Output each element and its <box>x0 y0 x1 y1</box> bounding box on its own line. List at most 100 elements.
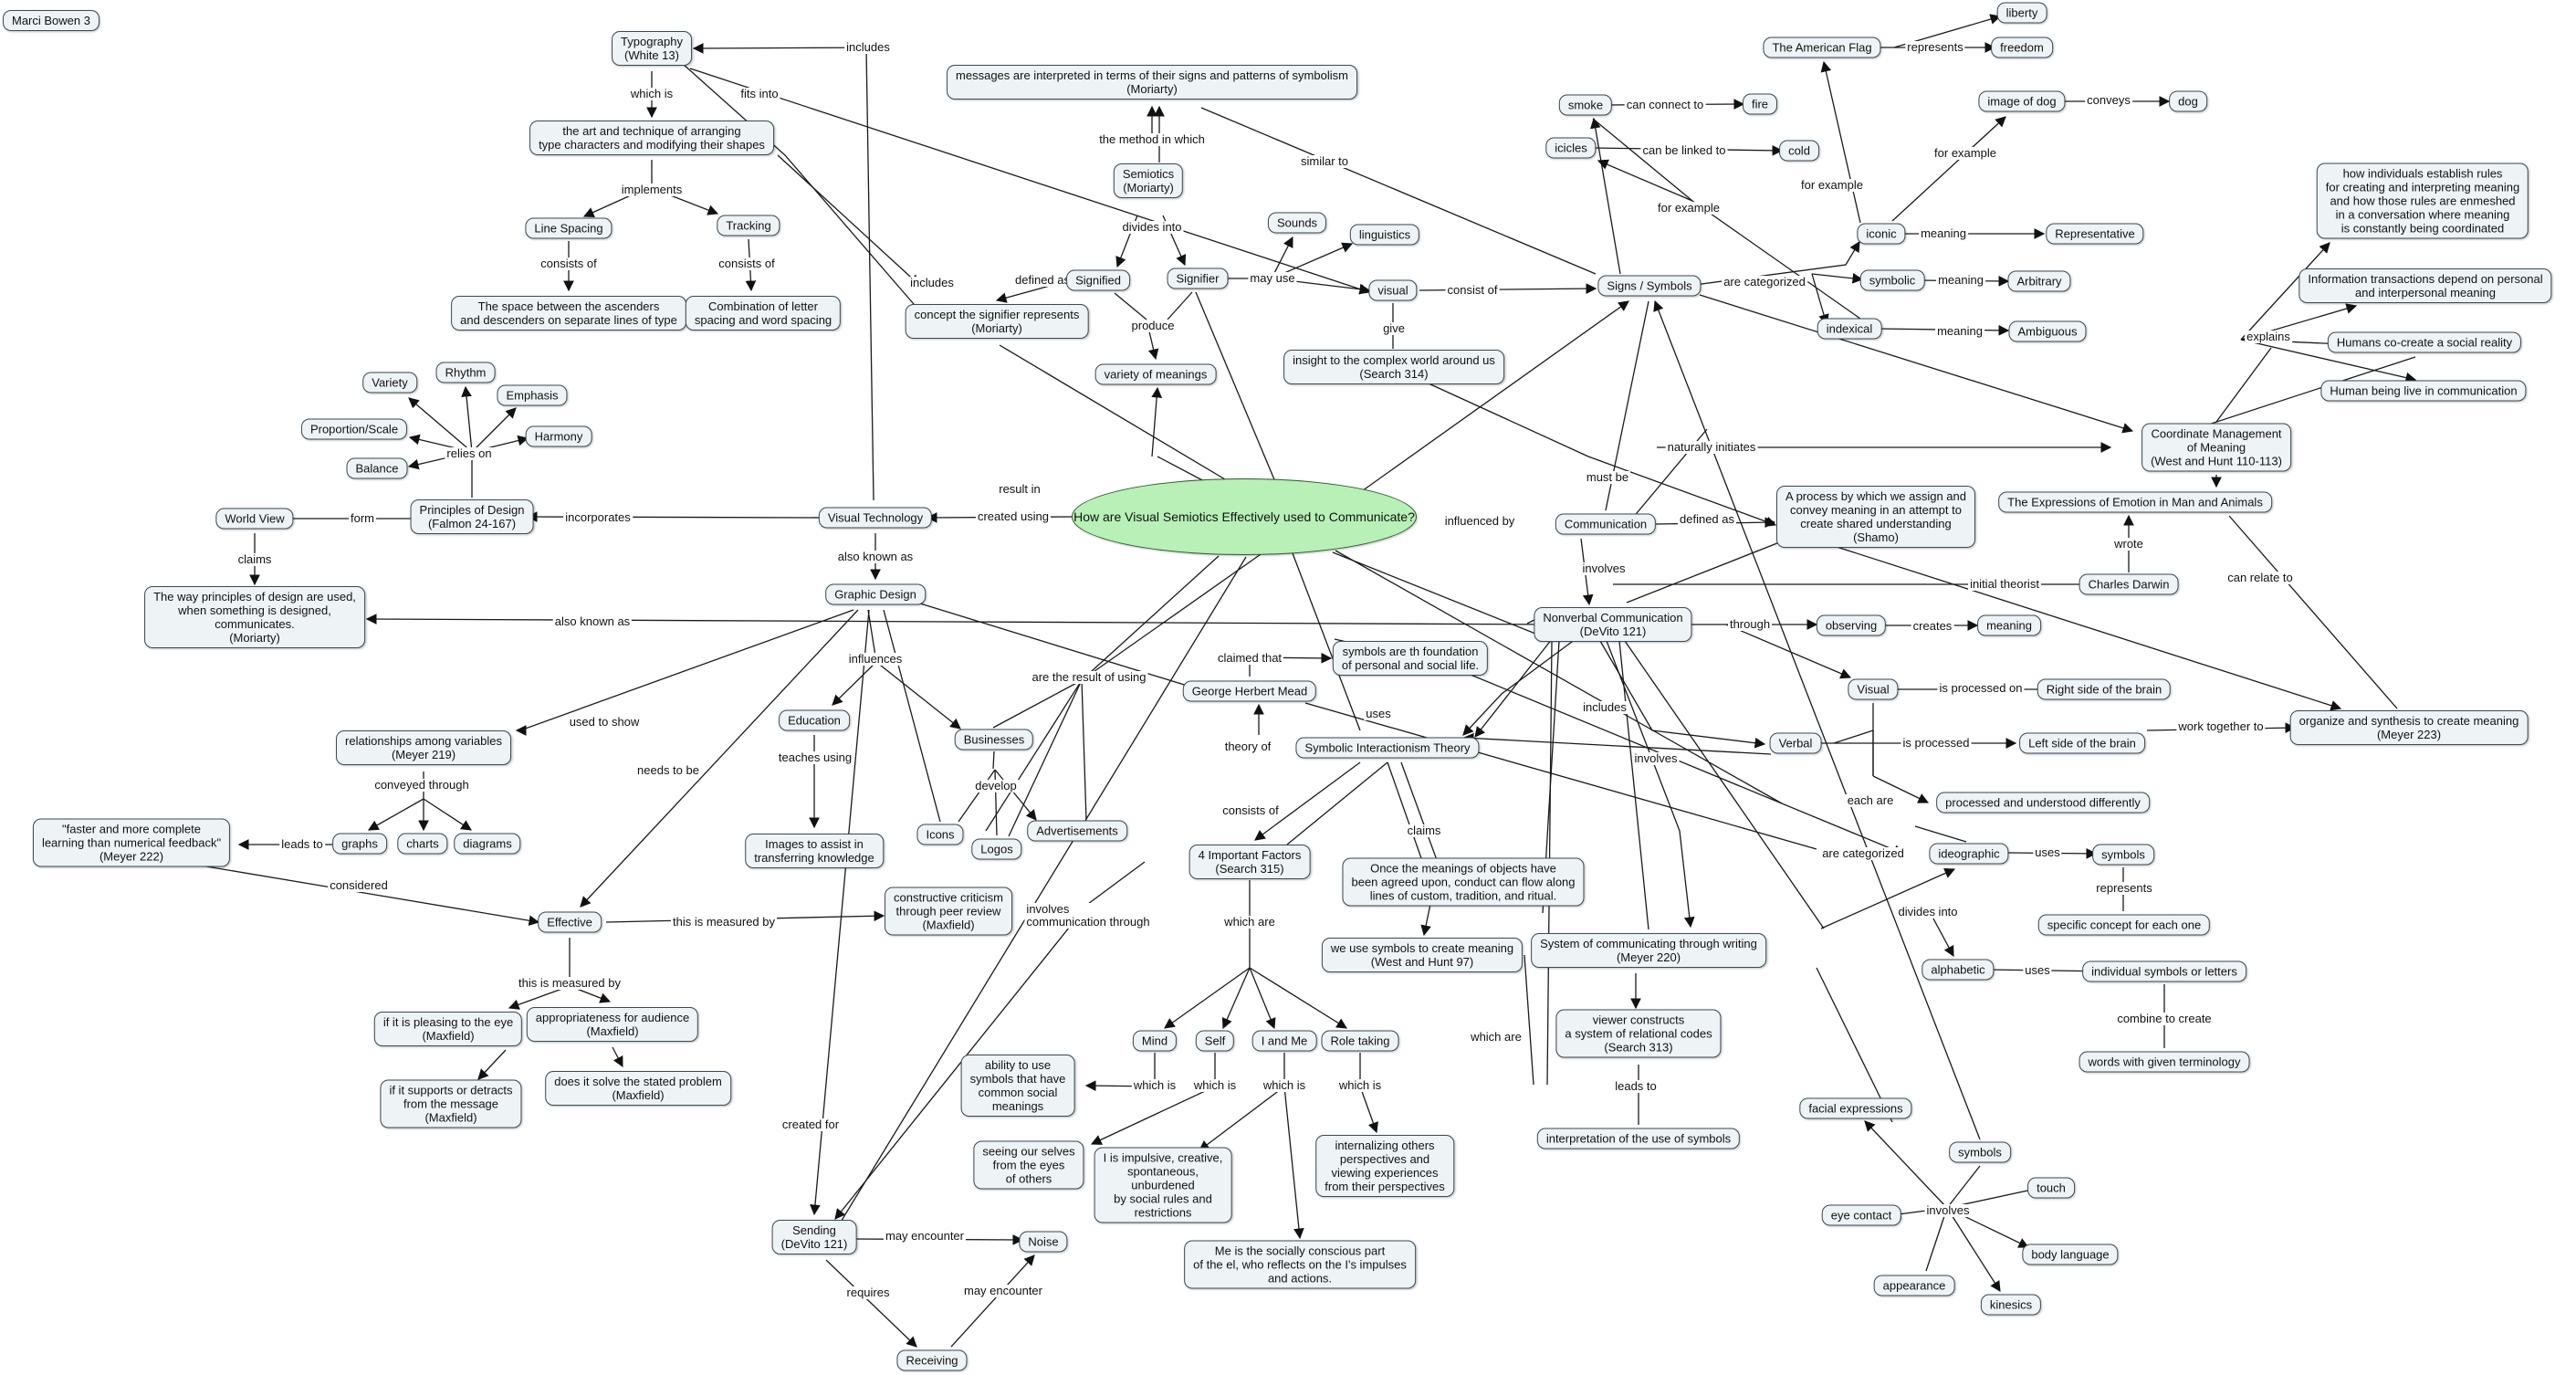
concept-node[interactable]: seeing our selves from the eyes of other… <box>973 1140 1084 1190</box>
concept-node[interactable]: Effective <box>538 911 602 933</box>
concept-node[interactable]: Charles Darwin <box>2079 573 2179 595</box>
concept-node[interactable]: Balance <box>346 457 408 479</box>
concept-node[interactable]: Visual <box>1848 678 1899 700</box>
concept-node[interactable]: Graphic Design <box>825 583 926 605</box>
concept-node[interactable]: Logos <box>971 838 1022 860</box>
concept-node[interactable]: Sounds <box>1267 212 1327 234</box>
concept-node[interactable]: A process by which we assign and convey … <box>1776 486 1975 548</box>
concept-node[interactable]: I and Me <box>1251 1030 1317 1052</box>
concept-node[interactable]: cold <box>1779 140 1819 162</box>
concept-node[interactable]: Once the meanings of objects have been a… <box>1342 857 1585 907</box>
concept-node[interactable]: Mind <box>1132 1030 1178 1052</box>
concept-node[interactable]: iconic <box>1857 223 1906 245</box>
concept-node[interactable]: Nonverbal Communication (DeVito 121) <box>1534 607 1692 642</box>
concept-node[interactable]: icicles <box>1545 137 1597 159</box>
concept-node[interactable]: if it is pleasing to the eye (Maxfield) <box>373 1012 523 1046</box>
concept-node[interactable]: Icons <box>916 824 964 845</box>
concept-node[interactable]: Representative <box>2046 223 2144 245</box>
concept-node[interactable]: appropriateness for audience (Maxfield) <box>526 1007 699 1042</box>
concept-node[interactable]: indexical <box>1817 318 1882 340</box>
concept-node[interactable]: Harmony <box>525 425 592 447</box>
concept-node[interactable]: ideographic <box>1929 843 2009 865</box>
concept-node[interactable]: Rhythm <box>435 362 496 383</box>
concept-node[interactable]: words with given terminology <box>2079 1051 2250 1073</box>
concept-node[interactable]: Semiotics (Moriarty) <box>1113 163 1184 198</box>
concept-node[interactable]: symbols <box>2092 844 2154 866</box>
concept-node[interactable]: Combination of letter spacing and word s… <box>685 296 842 331</box>
concept-node[interactable]: processed and understood differently <box>1936 792 2150 813</box>
concept-node[interactable]: Human being live in communication <box>2320 380 2527 402</box>
concept-node[interactable]: alphabetic <box>1922 959 1995 981</box>
concept-node[interactable]: symbols <box>1949 1141 2011 1163</box>
concept-node[interactable]: does it solve the stated problem (Maxfie… <box>545 1071 731 1106</box>
concept-node[interactable]: touch <box>2027 1177 2075 1199</box>
concept-node[interactable]: viewer constructs a system of relational… <box>1555 1009 1722 1058</box>
concept-node[interactable]: freedom <box>1991 37 2053 58</box>
concept-node[interactable]: Sending (DeVito 121) <box>771 1220 857 1254</box>
concept-node[interactable]: Signifier <box>1167 268 1229 289</box>
concept-node[interactable]: individual symbols or letters <box>2082 960 2246 982</box>
concept-node[interactable]: The space between the ascenders and desc… <box>451 296 686 331</box>
concept-node[interactable]: Ambiguous <box>2008 320 2087 342</box>
concept-node[interactable]: the art and technique of arranging type … <box>529 121 774 155</box>
concept-node[interactable]: facial expressions <box>1799 1097 1912 1119</box>
concept-node[interactable]: Principles of Design (Falmon 24-167) <box>410 499 534 534</box>
concept-node[interactable]: Self <box>1195 1030 1235 1052</box>
concept-node[interactable]: smoke <box>1558 94 1613 116</box>
concept-node[interactable]: 4 Important Factors (Search 315) <box>1189 845 1311 879</box>
concept-node[interactable]: Visual Technology <box>818 507 933 529</box>
concept-node[interactable]: graphs <box>332 833 387 855</box>
concept-node[interactable]: fire <box>1742 93 1778 115</box>
concept-node[interactable]: The Expressions of Emotion in Man and An… <box>1998 491 2272 513</box>
concept-node[interactable]: image of dog <box>1978 90 2066 112</box>
concept-node[interactable]: Businesses <box>954 729 1034 750</box>
concept-node[interactable]: how individuals establish rules for crea… <box>2316 163 2529 239</box>
concept-node[interactable]: Emphasis <box>497 384 568 406</box>
concept-node[interactable]: messages are interpreted in terms of the… <box>947 65 1357 100</box>
concept-node[interactable]: concept the signifier represents (Moriar… <box>905 304 1089 339</box>
concept-node[interactable]: eye contact <box>1821 1204 1901 1226</box>
concept-node[interactable]: Proportion/Scale <box>300 418 408 440</box>
concept-node[interactable]: Signified <box>1066 269 1130 291</box>
concept-node[interactable]: George Herbert Mead <box>1182 680 1317 702</box>
concept-node[interactable]: Signs / Symbols <box>1597 275 1702 297</box>
concept-node[interactable]: linguistics <box>1349 224 1420 246</box>
concept-node[interactable]: constructive criticism through peer revi… <box>885 887 1012 936</box>
concept-node[interactable]: variety of meanings <box>1094 363 1217 385</box>
concept-node[interactable]: System of communicating through writing … <box>1531 933 1766 968</box>
concept-node[interactable]: Information transactions depend on perso… <box>2299 268 2552 303</box>
concept-node[interactable]: Role taking <box>1321 1030 1399 1052</box>
concept-node[interactable]: specific concept for each one <box>2037 914 2211 936</box>
concept-node[interactable]: ability to use symbols that have common … <box>960 1055 1075 1117</box>
concept-node[interactable]: appearance <box>1873 1275 1955 1296</box>
concept-node[interactable]: Humans co-create a social reality <box>2327 331 2522 353</box>
concept-node[interactable]: "faster and more complete learning than … <box>32 818 231 867</box>
concept-node[interactable]: kinesics <box>1980 1294 2042 1316</box>
central-question-node[interactable]: How are Visual Semiotics Effectively use… <box>1072 478 1417 555</box>
concept-node[interactable]: Verbal <box>1769 732 1822 754</box>
concept-node[interactable]: Line Spacing <box>525 217 613 239</box>
concept-node[interactable]: Right side of the brain <box>2037 678 2172 700</box>
concept-node[interactable]: meaning <box>1977 614 2041 636</box>
concept-node[interactable]: dog <box>2169 90 2207 112</box>
concept-node[interactable]: symbols are th foundation of personal an… <box>1332 641 1489 676</box>
concept-node[interactable]: Images to assist in transferring knowled… <box>745 834 884 868</box>
concept-node[interactable]: Coordinate Management of Meaning (West a… <box>2141 423 2291 472</box>
concept-node[interactable]: diagrams <box>454 833 521 855</box>
concept-node[interactable]: Communication <box>1555 513 1657 535</box>
concept-node[interactable]: World View <box>215 508 294 530</box>
concept-node[interactable]: I is impulsive, creative, spontaneous, u… <box>1094 1147 1232 1223</box>
concept-node[interactable]: Symbolic Interactionism Theory <box>1295 737 1480 759</box>
concept-node[interactable]: organize and synthesis to create meaning… <box>2289 710 2529 745</box>
concept-node[interactable]: observing <box>1816 614 1887 636</box>
concept-node[interactable]: symbolic <box>1859 269 1925 291</box>
concept-node[interactable]: The American Flag <box>1763 37 1881 58</box>
concept-node[interactable]: Left side of the brain <box>2019 732 2145 754</box>
concept-node[interactable]: Typography (White 13) <box>612 31 692 66</box>
concept-node[interactable]: if it supports or detracts from the mess… <box>380 1079 522 1128</box>
concept-node[interactable]: body language <box>2022 1244 2119 1265</box>
concept-node[interactable]: visual <box>1368 279 1418 301</box>
concept-node[interactable]: Noise <box>1019 1231 1068 1253</box>
concept-node[interactable]: Variety <box>362 372 417 394</box>
concept-node[interactable]: we use symbols to create meaning (West a… <box>1321 938 1524 972</box>
